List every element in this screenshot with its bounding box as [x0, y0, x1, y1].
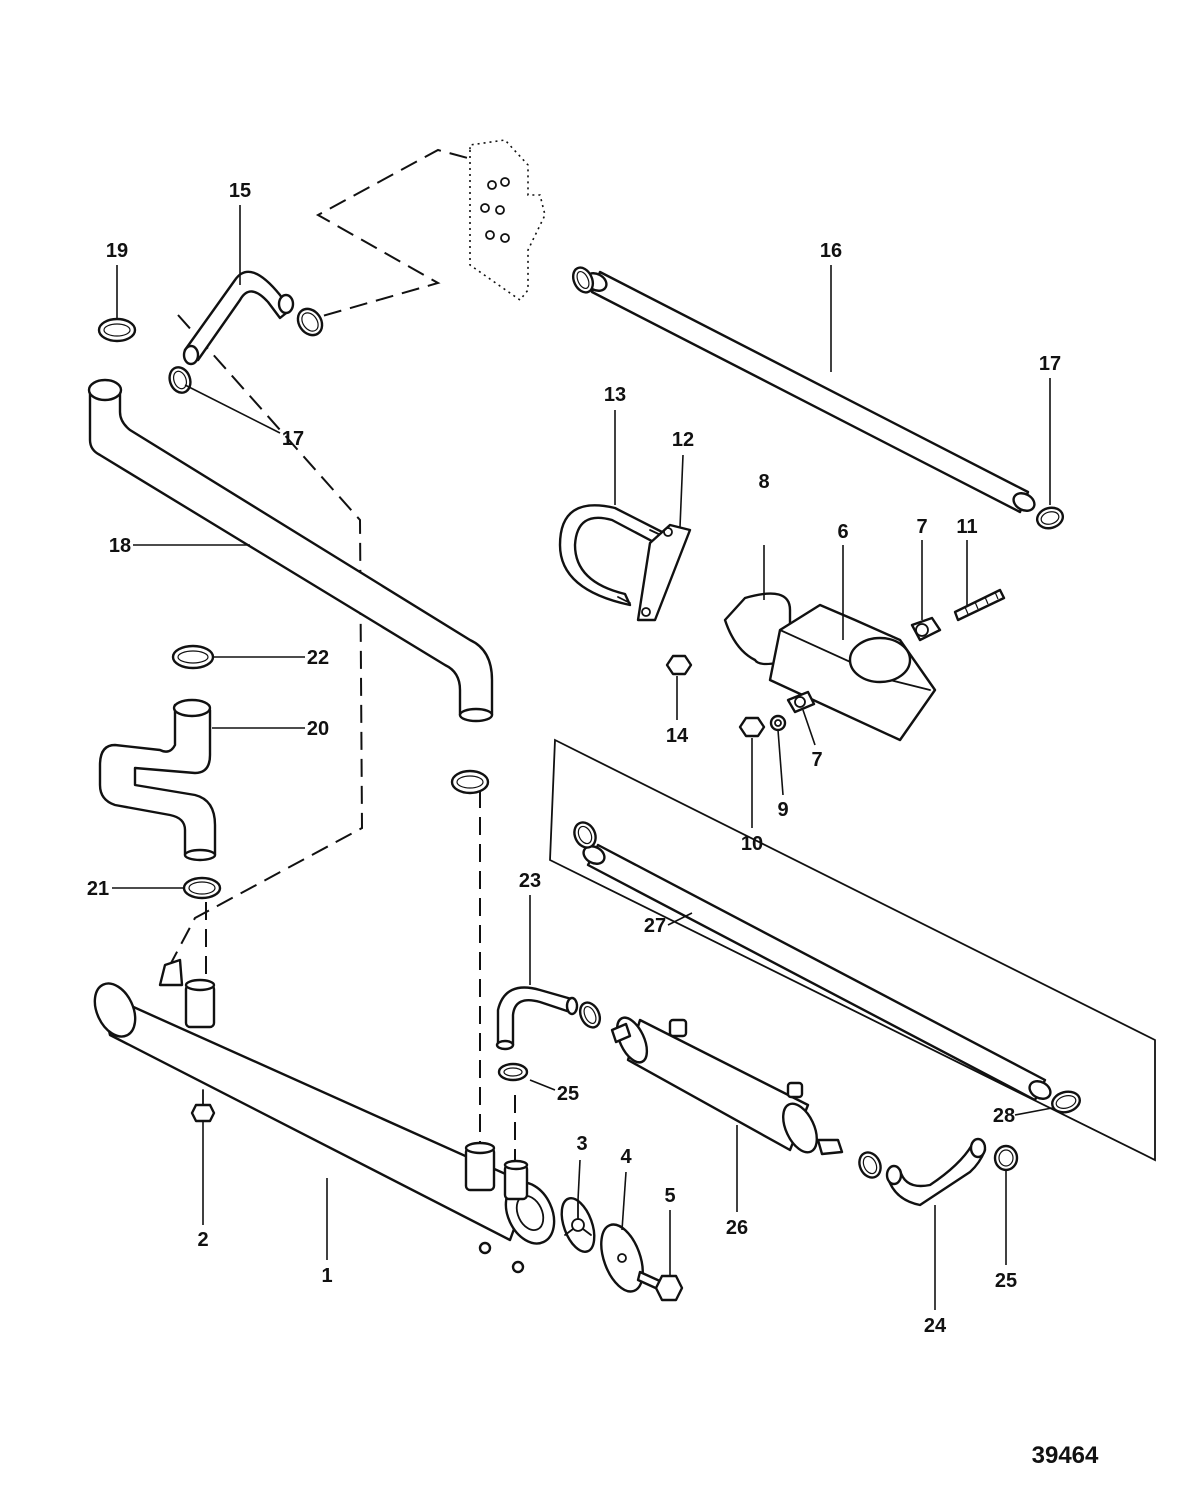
hose-15 — [182, 270, 295, 366]
clamp-28 — [1051, 1090, 1081, 1114]
clamp-26 — [858, 1151, 882, 1179]
callout-5: 5 — [664, 1185, 675, 1207]
clamp-23 — [578, 1001, 602, 1029]
gasket-3 — [560, 1197, 596, 1253]
clamp-25-right — [993, 1144, 1019, 1172]
callout-28: 28 — [993, 1105, 1015, 1127]
kit-27-box — [549, 738, 1156, 1162]
clamp-15 — [296, 307, 324, 337]
clamp-22 — [171, 644, 215, 670]
callout-8: 8 — [758, 471, 769, 493]
clamp-19 — [97, 317, 137, 343]
hose-18 — [87, 378, 494, 723]
leader-lines — [112, 205, 1053, 1310]
callout-2: 2 — [197, 1229, 208, 1251]
callout-labels: 1 2 3 4 5 6 7 7 8 9 10 11 12 13 14 15 16… — [87, 180, 1061, 1337]
nut-10 — [738, 716, 766, 738]
clamp-17-left — [168, 366, 192, 394]
callout-18: 18 — [109, 535, 131, 557]
callout-27: 27 — [644, 915, 666, 937]
stud-11 — [953, 588, 1006, 622]
nut-14 — [665, 654, 693, 676]
callout-11: 11 — [956, 516, 977, 538]
callout-15: 15 — [229, 180, 251, 202]
callout-1: 1 — [321, 1265, 332, 1287]
bushing-7-bottom — [786, 690, 816, 714]
callout-14: 14 — [666, 725, 689, 747]
clamp-17-right — [1035, 506, 1065, 530]
callout-25a: 25 — [557, 1083, 579, 1105]
hose-20 — [98, 698, 217, 862]
callout-22: 22 — [307, 647, 329, 669]
engine-block-fragment — [469, 139, 546, 302]
callout-25b: 25 — [995, 1270, 1017, 1292]
callout-23: 23 — [519, 870, 541, 892]
callout-17a: 17 — [1039, 353, 1061, 375]
oil-cooler-26 — [610, 1016, 844, 1156]
callout-13: 13 — [604, 384, 626, 406]
clamp-18-bottom — [450, 769, 490, 795]
callout-4: 4 — [620, 1146, 632, 1168]
hose-16 — [584, 270, 1036, 514]
clamp-16-top — [571, 266, 595, 294]
callout-12: 12 — [672, 429, 694, 451]
callout-21: 21 — [87, 878, 109, 900]
strap-12 — [636, 523, 692, 622]
callout-20: 20 — [307, 718, 329, 740]
callout-24: 24 — [924, 1315, 947, 1337]
cushion-8 — [723, 592, 792, 666]
bushing-7-top — [910, 616, 942, 642]
callout-9: 9 — [777, 799, 788, 821]
callout-10: 10 — [741, 833, 763, 855]
callout-26: 26 — [726, 1217, 748, 1239]
callout-19: 19 — [106, 240, 128, 262]
drain-plug-2 — [190, 1089, 216, 1123]
callout-7a: 7 — [916, 516, 927, 538]
callout-16: 16 — [820, 240, 842, 262]
clamp-25-left — [497, 1062, 529, 1082]
callout-3: 3 — [576, 1133, 587, 1155]
heat-exchanger — [93, 958, 556, 1274]
washer-9 — [769, 714, 787, 732]
hose-23 — [495, 986, 579, 1051]
clamp-27-top — [573, 821, 597, 849]
bracket-6 — [768, 603, 937, 742]
callout-17b: 17 — [282, 428, 304, 450]
callout-7b: 7 — [811, 749, 822, 771]
callout-6: 6 — [837, 521, 848, 543]
hose-24 — [885, 1137, 987, 1207]
end-cover-4 — [600, 1223, 644, 1293]
figure-number: 39464 — [1032, 1442, 1099, 1469]
clamp-21 — [182, 876, 222, 900]
screw-5 — [636, 1270, 684, 1302]
